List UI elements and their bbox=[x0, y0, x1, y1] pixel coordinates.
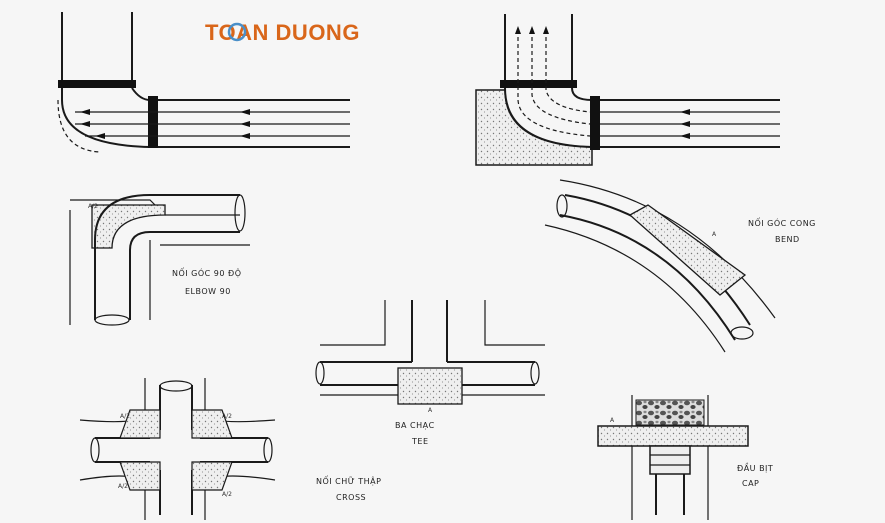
cross-label-en: CROSS bbox=[336, 493, 366, 502]
elbow-concrete bbox=[91, 204, 166, 249]
cross-label-vn: NỐI CHỮ THẬP bbox=[316, 474, 381, 487]
tee-a-label: A bbox=[428, 407, 433, 414]
cap-label-vn: ĐẦU BỊT bbox=[737, 461, 773, 474]
flow-arrows bbox=[80, 109, 250, 139]
tee-diagram: A BA CHẠC TEE bbox=[315, 300, 545, 446]
bend-a-label: A bbox=[712, 231, 717, 238]
cap-label-en: CAP bbox=[742, 479, 759, 488]
flange-horizontal bbox=[148, 96, 158, 148]
elbow-label-vn: NỐI GÓC 90 ĐỘ bbox=[172, 266, 242, 278]
brand-logo: TOAN DUONG bbox=[205, 20, 360, 45]
bend-concrete bbox=[628, 204, 747, 296]
bend-label-vn: NỐI GÓC CONG bbox=[748, 216, 816, 228]
brand-text: TOAN DUONG bbox=[205, 20, 360, 45]
bend-label-en: BEND bbox=[775, 235, 800, 244]
elbow-label-en: ELBOW 90 bbox=[185, 287, 231, 296]
elbow-a-half-label: A/2 bbox=[88, 203, 98, 210]
tee-label-vn: BA CHẠC bbox=[395, 421, 435, 431]
cross-a-half-tr: A/2 bbox=[222, 413, 232, 420]
cap-a-label: A bbox=[610, 417, 615, 424]
cap-diagram: A ĐẦU BỊT CAP bbox=[597, 395, 773, 520]
elbow-flow-diagram bbox=[57, 12, 350, 153]
cross-a-half-br: A/2 bbox=[222, 491, 232, 498]
thrust-block-diagram bbox=[475, 14, 780, 166]
cap-concrete-slab bbox=[597, 425, 749, 447]
flange-vertical bbox=[58, 80, 136, 88]
brand-globe-icon bbox=[227, 22, 247, 42]
cap-gravel bbox=[635, 399, 705, 426]
cross-a-half-tl: A/2 bbox=[120, 413, 130, 420]
cross-a-half-bl: A/2 bbox=[118, 483, 128, 490]
tee-label-en: TEE bbox=[411, 437, 429, 446]
cross-diagram: A/2 A/2 A/2 A/2 NỐI CHỮ THẬP CROSS bbox=[79, 378, 381, 520]
elbow-90-diagram: A/2 NỐI GÓC 90 ĐỘ ELBOW 90 bbox=[69, 194, 250, 326]
bend-diagram: A NỐI GÓC CONG BEND bbox=[544, 179, 816, 353]
tee-concrete bbox=[397, 367, 463, 405]
